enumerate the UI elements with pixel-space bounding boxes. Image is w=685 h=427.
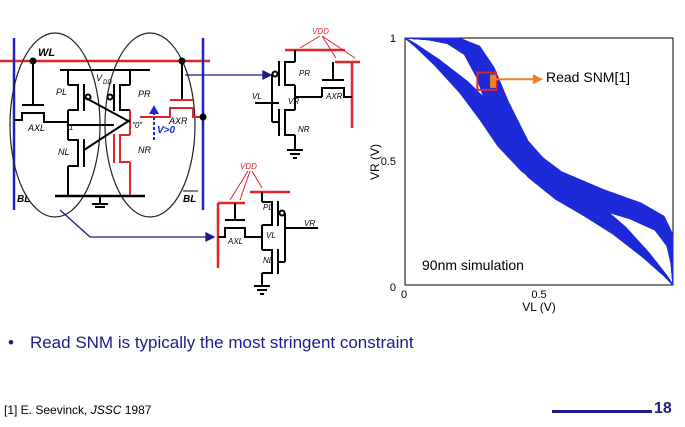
vtc-curve-mirrored (404, 37, 674, 286)
half-right-vr-label: VR (288, 97, 299, 106)
citation-journal: JSSC (90, 403, 122, 417)
v-greater-zero-label: V>0 (157, 125, 176, 136)
half-right-axr-label: AXR (325, 92, 343, 101)
half-right-nr-label: NR (298, 125, 310, 134)
bullet-marker: • (8, 333, 14, 352)
nr-label: NR (138, 145, 151, 155)
citation-year: 1987 (121, 403, 152, 417)
citation: [1] E. Seevinck, JSSC 1987 (4, 403, 151, 417)
expansion-arrows (59, 69, 273, 243)
nl-label: NL (58, 147, 70, 157)
half-left-nl-label: NL (263, 256, 273, 265)
half-left-pl-label: PL (263, 203, 273, 212)
wl-label: WL (38, 47, 55, 59)
half-left-labels: VDD PL VL VR AXL NL (227, 162, 315, 265)
half-right-labels: VDD PR VR VL AXR NR (252, 27, 343, 134)
butterfly-chart: Read SNM[1] 90nm simulation 1 0.5 0 0 0.… (368, 33, 674, 314)
half-right-vdd-label: VDD (312, 27, 329, 36)
half-left-axl-label: AXL (227, 237, 243, 246)
half-circuit-right (255, 48, 360, 159)
vtc-curve (405, 37, 674, 286)
vdd-sub-label: DD (103, 80, 112, 86)
half-left-vl-label: VL (266, 231, 276, 240)
node-right-label: "0" (132, 121, 143, 130)
citation-prefix: [1] E. Seevinck, (4, 403, 91, 417)
snm-annotation: Read SNM[1] (546, 69, 630, 85)
x-axis-label: VL (V) (522, 300, 556, 314)
axr-label: AXR (168, 116, 188, 126)
bullet-point: • Read SNM is typically the most stringe… (8, 333, 414, 353)
snm-pointer-head (533, 74, 543, 85)
half-left-annotations (229, 170, 263, 201)
y-axis-label: VR (V) (368, 144, 382, 180)
half-right-vl-label: VL (252, 92, 262, 101)
half-circuit-left (216, 190, 318, 295)
footer-rule (552, 410, 652, 413)
bullet-text: Read SNM is typically the most stringent… (29, 333, 414, 352)
x-tick-05: 0.5 (531, 289, 546, 301)
v-increase-arrow (149, 105, 159, 140)
pl-label: PL (56, 87, 67, 97)
blb-label: BL (183, 194, 196, 205)
inset-label: 90nm simulation (422, 257, 524, 273)
half-right-annotations (299, 35, 356, 59)
axl-label: AXL (27, 123, 45, 133)
y-tick-0: 0 (390, 282, 396, 294)
half-left-vdd-label: VDD (240, 162, 257, 171)
y-tick-05: 0.5 (381, 156, 396, 168)
cell-labels: WL V DD PL PR AXL AXR "1" "0" V>0 NL NR … (17, 47, 198, 205)
x-tick-0: 0 (401, 289, 407, 301)
curve-family-mirrored (404, 37, 674, 286)
half-left-vr-label: VR (304, 219, 315, 228)
half-right-pr-label: PR (299, 69, 310, 78)
slide-number: 18 (654, 400, 672, 417)
pr-label: PR (138, 89, 151, 99)
vdd-label: V (96, 73, 103, 83)
sram-cell (0, 32, 210, 218)
node-left-label: "1" (66, 123, 77, 132)
bl-label: BL (17, 194, 30, 205)
y-tick-1: 1 (390, 33, 396, 45)
inset-label-bg (416, 252, 554, 276)
snm-marker (490, 74, 497, 88)
